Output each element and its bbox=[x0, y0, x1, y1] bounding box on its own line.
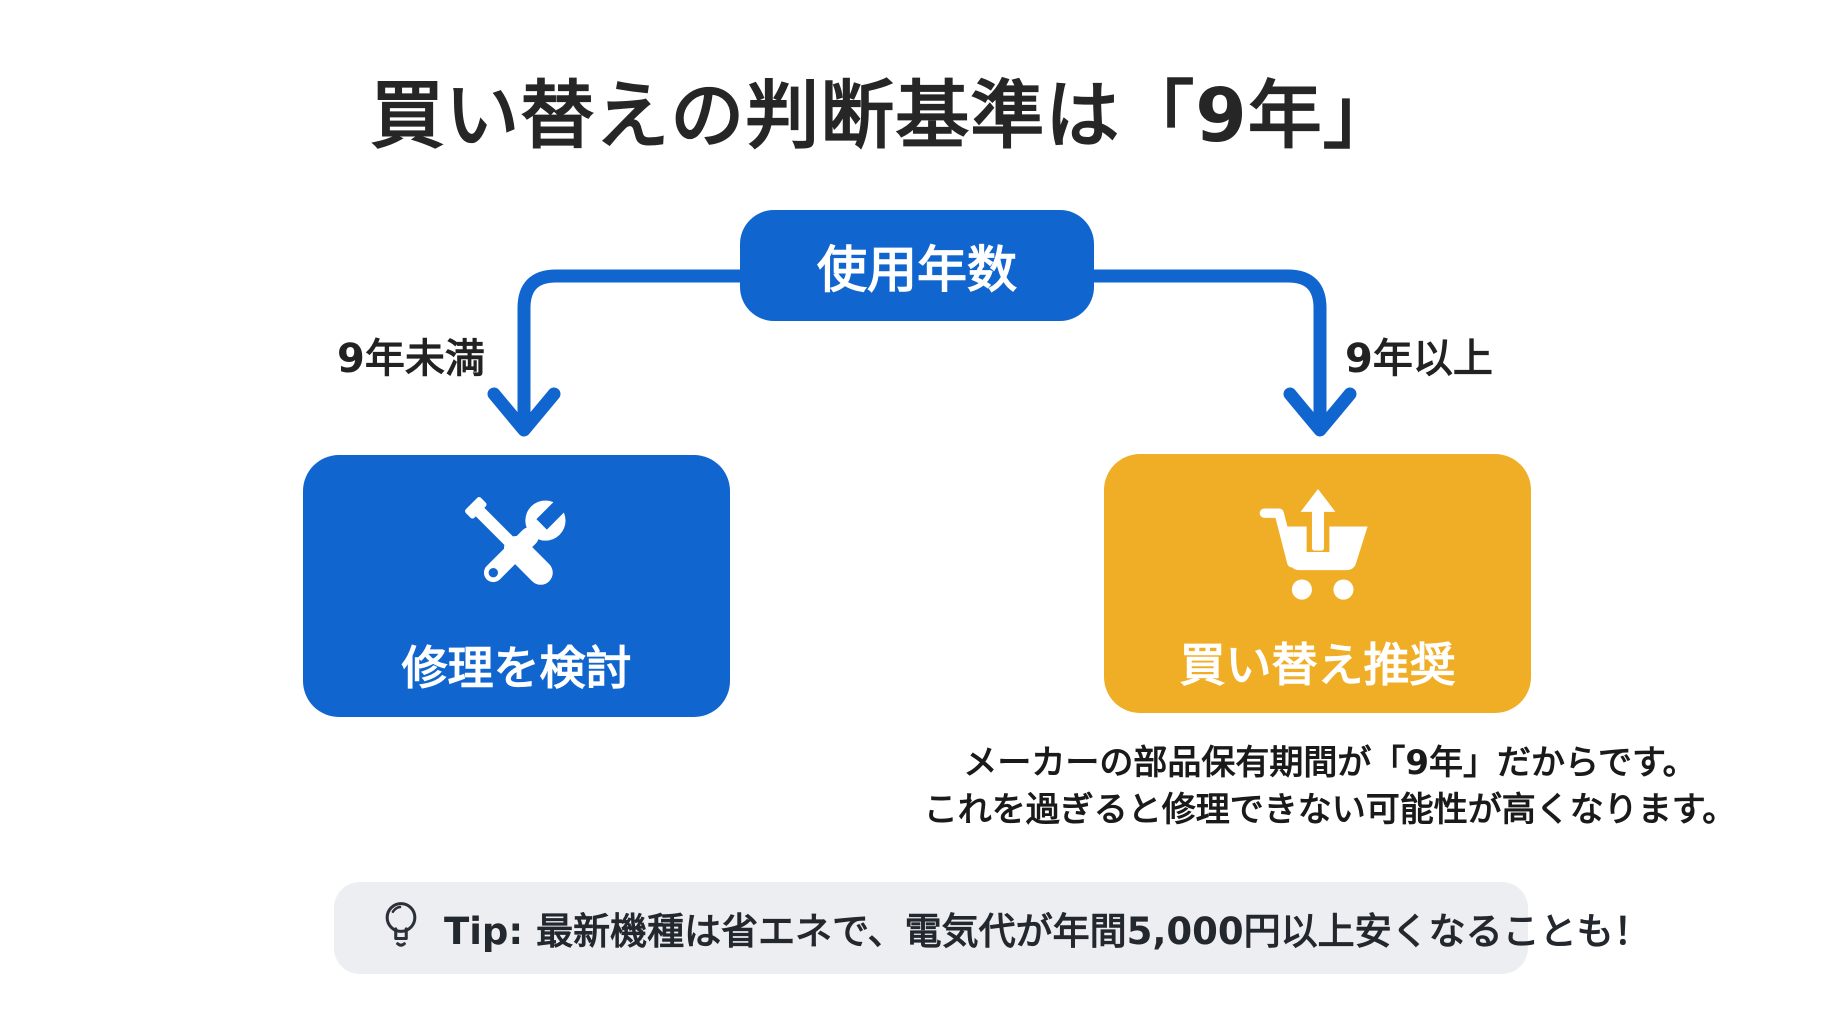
repair-node: 修理を検討 bbox=[303, 455, 730, 717]
tip-banner: Tip: 最新機種は省エネで、電気代が年間5,000円以上安くなることも！ bbox=[334, 882, 1651, 974]
root-node-label: 使用年数 bbox=[817, 240, 1017, 299]
explanation-line-1: メーカーの部品保有期間が「9年」だからです。 bbox=[963, 743, 1697, 783]
root-node-usage-years: 使用年数 bbox=[740, 210, 1094, 321]
arrowhead-down-right-icon bbox=[1283, 387, 1357, 437]
page-title: 買い替えの判断基準は「9年」 bbox=[370, 73, 1398, 159]
replace-node-label: 買い替え推奨 bbox=[1179, 637, 1456, 692]
branch-label-9-years-or-more: 9年以上 bbox=[1345, 336, 1493, 382]
connector-right bbox=[1087, 269, 1327, 433]
repair-node-label: 修理を検討 bbox=[401, 641, 632, 695]
branch-label-under-9-years: 9年未満 bbox=[337, 336, 485, 382]
replace-node: 買い替え推奨 bbox=[1104, 454, 1531, 713]
explanation-text: メーカーの部品保有期間が「9年」だからです。 これを過ぎると修理できない可能性が… bbox=[924, 740, 1737, 834]
connector-left bbox=[517, 269, 747, 433]
explanation-line-2: これを過ぎると修理できない可能性が高くなります。 bbox=[923, 790, 1737, 830]
cart-arrow-up-icon bbox=[1251, 481, 1385, 615]
arrowhead-down-left-icon bbox=[487, 387, 561, 437]
tools-icon bbox=[450, 482, 584, 616]
lightbulb-icon bbox=[380, 899, 422, 957]
tip-text: Tip: 最新機種は省エネで、電気代が年間5,000円以上安くなることも！ bbox=[444, 910, 1651, 953]
